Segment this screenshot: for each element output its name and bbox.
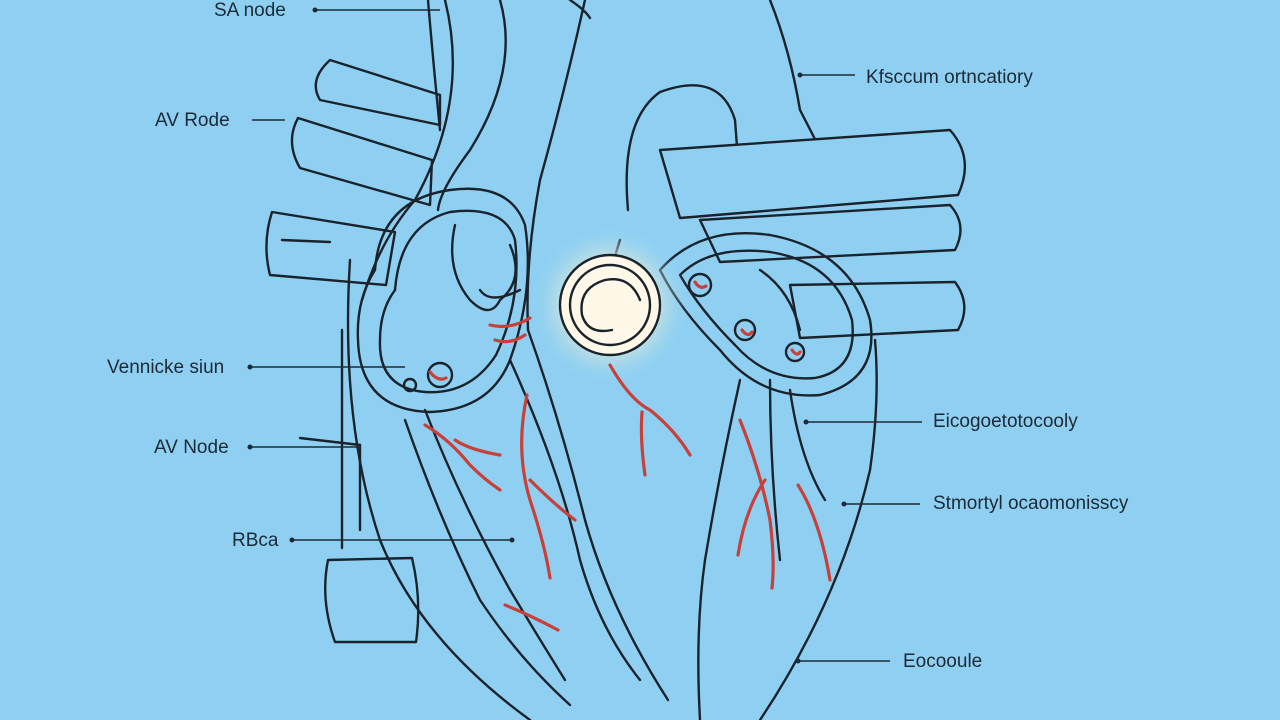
label-av-node-bottom: AV Node <box>154 437 229 458</box>
left-veins <box>265 58 442 287</box>
label-right-bottom: Eocooule <box>903 651 983 672</box>
vessels <box>423 280 832 632</box>
label-sa-node: SA node <box>214 0 286 21</box>
label-right-mid: Eicogoetotocooly <box>933 411 1078 432</box>
conduction-node <box>530 225 690 385</box>
label-right-lower: Stmortyl ocaomonisscy <box>933 493 1129 514</box>
left-chamber <box>356 187 530 414</box>
leader-lines <box>247 7 922 664</box>
vena-cava <box>298 0 442 644</box>
label-av-node-top: AV Rode <box>155 110 230 131</box>
label-rbca: RBca <box>232 530 279 551</box>
right-chamber <box>658 231 873 397</box>
right-arteries <box>658 128 967 340</box>
septum <box>403 328 827 720</box>
label-right-top: Kfsccum ortncatiory <box>866 67 1033 88</box>
label-ventricle: Vennicke siun <box>107 357 225 378</box>
